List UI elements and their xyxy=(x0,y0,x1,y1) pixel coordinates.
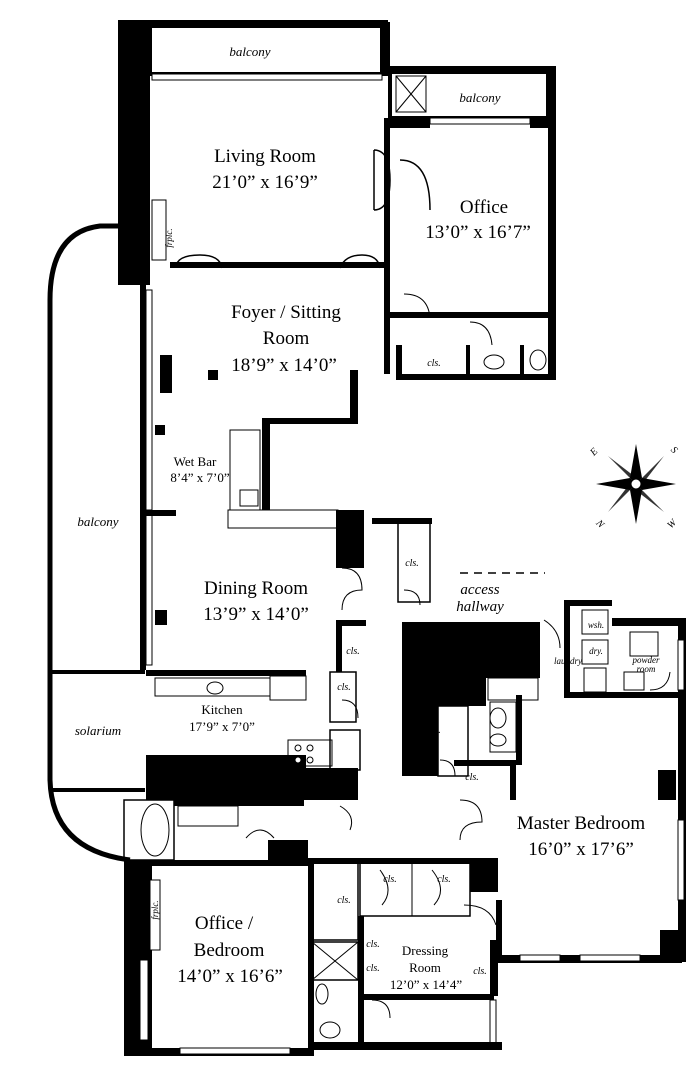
cls-dress-4: cls. xyxy=(366,939,380,950)
dressing-name-1: Dressing xyxy=(402,943,449,958)
office-dims: 13’0” x 16’7” xyxy=(425,222,531,243)
living-room-dims: 21’0” x 16’9” xyxy=(212,172,318,193)
label-balcony-living: balcony xyxy=(229,44,270,59)
wsh-label: wsh. xyxy=(588,620,604,630)
balcony-vent xyxy=(395,75,427,113)
cls-dress-5: cls. xyxy=(366,963,380,974)
cls-dining-1: cls. xyxy=(405,558,419,569)
cls-dress-3: cls. xyxy=(337,895,351,906)
cls-core-1: cls. xyxy=(427,725,441,736)
dressing-dims: 12’0” x 14’4” xyxy=(390,977,462,992)
compass-rose: E S N W xyxy=(587,444,680,531)
living-room-name: Living Room xyxy=(214,146,316,167)
cls-foyer: cls. xyxy=(427,358,441,369)
powder-label-1: powder xyxy=(632,655,660,665)
dressing-name-2: Room xyxy=(409,960,441,975)
wetbar-dims: 8’4” x 7’0” xyxy=(170,470,229,485)
master-name: Master Bedroom xyxy=(517,813,645,834)
cls-dress-1: cls. xyxy=(383,874,397,885)
office-bedroom-dims: 14’0” x 16’6” xyxy=(177,966,283,987)
label-balcony-west: balcony xyxy=(77,514,118,529)
frplc-living: frplc. xyxy=(164,228,174,247)
foyer-name-2: Room xyxy=(263,328,310,349)
dining-dims: 13’9” x 14’0” xyxy=(203,604,309,625)
powder-label-2: room xyxy=(637,664,656,674)
access-label-2: hallway xyxy=(456,599,504,615)
wetbar-name: Wet Bar xyxy=(174,454,217,469)
kitchen-dims: 17’9” x 7’0” xyxy=(189,719,255,734)
office-name: Office xyxy=(460,197,508,218)
office-bedroom-name-1: Office / xyxy=(195,913,254,934)
west-balcony-outline xyxy=(47,223,131,863)
compass-west: W xyxy=(665,516,680,531)
office-bedroom-name-2: Bedroom xyxy=(194,940,265,961)
cls-dining-2: cls. xyxy=(346,646,360,657)
cls-dining-3: cls. xyxy=(337,682,351,693)
compass-east: E xyxy=(587,446,600,459)
compass-south: S xyxy=(668,445,679,456)
frplc-bedroom: frplc. xyxy=(150,900,160,919)
cls-core-3: cls. xyxy=(330,782,344,793)
cls-dress-2: cls. xyxy=(437,874,451,885)
foyer-name: Foyer / Sitting xyxy=(231,302,341,323)
kitchen-name: Kitchen xyxy=(201,702,243,717)
master-dims: 16’0” x 17’6” xyxy=(528,839,634,860)
label-balcony-office: balcony xyxy=(459,90,500,105)
laundry-label: laundry xyxy=(554,656,582,666)
dry-label: dry. xyxy=(589,646,603,656)
compass-north: N xyxy=(593,517,607,531)
living-west-wall xyxy=(118,20,150,285)
cls-dress-6: cls. xyxy=(473,966,487,977)
access-label-1: access xyxy=(460,582,499,598)
dining-name: Dining Room xyxy=(204,578,308,599)
cls-core-2: cls. xyxy=(465,772,479,783)
label-solarium: solarium xyxy=(75,723,121,738)
foyer-dims: 18’9” x 14’0” xyxy=(231,355,337,376)
